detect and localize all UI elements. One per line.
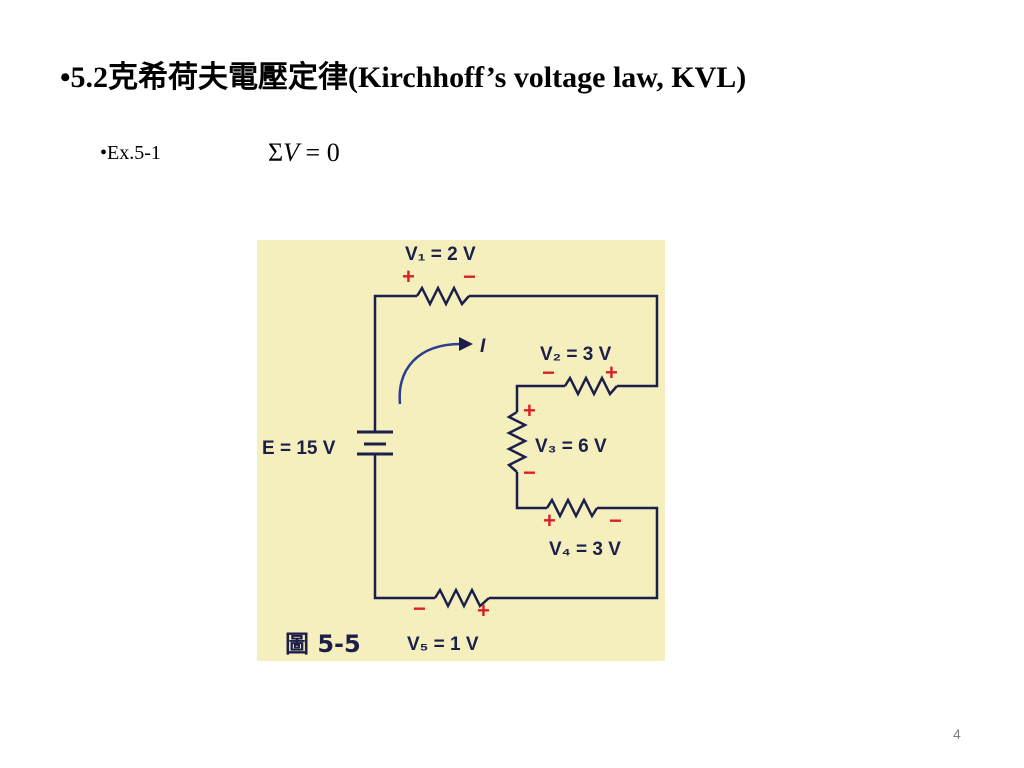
battery-icon bbox=[357, 430, 393, 456]
wire-bottom-left bbox=[373, 454, 435, 600]
kvl-formula: ΣV = 0 bbox=[268, 138, 340, 168]
current-arrow-icon bbox=[398, 342, 462, 405]
source-label: E = 15 V bbox=[262, 438, 336, 459]
figure-background bbox=[257, 240, 665, 661]
resistor-r2-label: V₂ = 3 V bbox=[540, 344, 612, 365]
resistor-r1 bbox=[415, 285, 470, 307]
resistor-r4-right-sign: − bbox=[609, 508, 622, 533]
resistor-r1-label: V₁ = 2 V bbox=[405, 244, 476, 265]
resistor-r5-left-sign: − bbox=[413, 596, 426, 621]
sigma-symbol: Σ bbox=[268, 138, 284, 167]
page-number: 4 bbox=[953, 726, 961, 742]
resistor-r5-label: V₅ = 1 V bbox=[407, 634, 479, 655]
resistor-r5 bbox=[433, 587, 490, 609]
wire-middle-left bbox=[515, 384, 565, 412]
resistor-r2-left-sign: − bbox=[542, 360, 555, 385]
wire-middle-right bbox=[515, 472, 547, 510]
example-label: •Ex.5-1 bbox=[100, 142, 161, 164]
resistor-r1-left-sign: + bbox=[402, 264, 415, 289]
resistor-r3-bottom-sign: − bbox=[523, 460, 536, 485]
resistor-r3 bbox=[506, 410, 528, 473]
figure-caption: 圖 5-5 bbox=[285, 630, 361, 658]
wire-top-right bbox=[469, 294, 659, 388]
resistor-r4-left-sign: + bbox=[543, 508, 556, 533]
resistor-r1-right-sign: − bbox=[463, 264, 476, 289]
resistor-r5-right-sign: + bbox=[477, 598, 490, 623]
wire-top-left bbox=[373, 294, 417, 432]
resistor-r4 bbox=[545, 497, 599, 519]
resistor-r3-label: V₃ = 6 V bbox=[535, 436, 607, 457]
formula-rest: = 0 bbox=[299, 138, 340, 167]
wire-lower-right bbox=[489, 506, 659, 600]
resistor-r4-label: V₄ = 3 V bbox=[549, 539, 621, 560]
slide-title: •5.2克希荷夫電壓定律(Kirchhoff’s voltage law, KV… bbox=[60, 61, 747, 94]
resistor-r3-top-sign: + bbox=[523, 398, 536, 423]
formula-variable: V bbox=[283, 138, 300, 167]
resistor-r2-right-sign: + bbox=[605, 360, 618, 385]
current-arrowhead-icon bbox=[459, 337, 473, 351]
current-label: I bbox=[480, 336, 486, 357]
kvl-circuit-figure: I V₁ = 2 V + − V₂ = 3 V − + V₃ = 6 V + −… bbox=[257, 240, 665, 661]
resistor-r2 bbox=[563, 375, 618, 397]
circuit-wires bbox=[373, 294, 659, 600]
